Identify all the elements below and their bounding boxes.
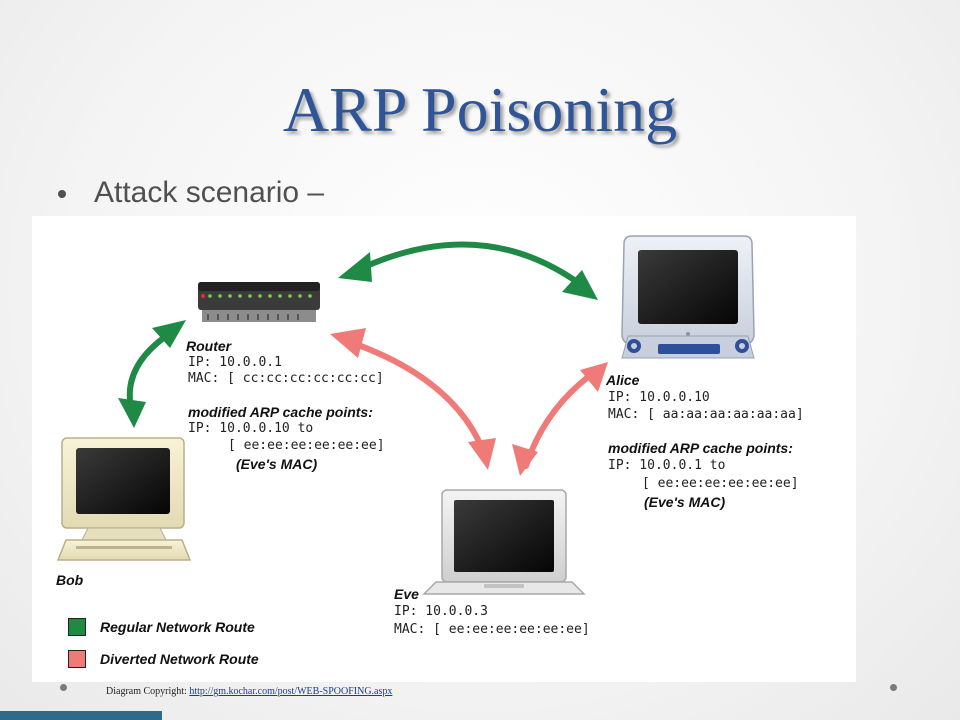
legend-label-regular: Regular Network Route bbox=[100, 619, 255, 635]
router-cache-note: (Eve's MAC) bbox=[236, 456, 318, 472]
alice-mac: MAC: [ aa:aa:aa:aa:aa:aa] bbox=[608, 407, 804, 422]
accent-bar bbox=[0, 711, 162, 720]
router-ip: IP: 10.0.0.1 bbox=[188, 355, 282, 370]
eve-label: Eve bbox=[394, 586, 419, 602]
bullet-item: Attack scenario – bbox=[58, 176, 324, 210]
router-cache-title: modified ARP cache points: bbox=[188, 404, 373, 420]
alice-label: Alice bbox=[606, 372, 640, 388]
alice-ip: IP: 10.0.0.10 bbox=[608, 390, 710, 405]
eve-mac: MAC: [ ee:ee:ee:ee:ee:ee] bbox=[394, 622, 590, 637]
eve-laptop-icon bbox=[422, 489, 586, 595]
bob-label: Bob bbox=[56, 572, 84, 588]
bullet-text: Attack scenario – bbox=[94, 176, 325, 209]
router-cache-mac: [ ee:ee:ee:ee:ee:ee] bbox=[228, 438, 385, 453]
alice-computer-icon bbox=[621, 235, 755, 359]
diverted-route-arrows bbox=[347, 339, 595, 469]
copyright-note: Diagram Copyright: http://gm.kochar.com/… bbox=[106, 686, 392, 697]
eve-ip: IP: 10.0.0.3 bbox=[394, 604, 488, 619]
router-icon bbox=[198, 282, 320, 322]
router-label: Router bbox=[186, 338, 232, 354]
router-cache-ip: IP: 10.0.0.10 to bbox=[188, 421, 314, 436]
bob-computer-icon bbox=[56, 437, 192, 561]
router-mac: MAC: [ cc:cc:cc:cc:cc:cc] bbox=[188, 371, 384, 386]
alice-cache-note: (Eve's MAC) bbox=[644, 494, 726, 510]
right-footer-dot bbox=[890, 684, 897, 691]
alice-cache-ip: IP: 10.0.0.1 to bbox=[608, 458, 726, 473]
regular-route-arrowheads bbox=[118, 252, 598, 428]
network-diagram: Router IP: 10.0.0.1 MAC: [ cc:cc:cc:cc:c… bbox=[32, 216, 856, 682]
legend-swatch-diverted bbox=[68, 650, 86, 668]
legend-label-diverted: Diverted Network Route bbox=[100, 651, 259, 667]
alice-cache-title: modified ARP cache points: bbox=[608, 440, 793, 456]
copyright-prefix: Diagram Copyright: bbox=[106, 686, 190, 697]
legend-swatch-regular bbox=[68, 618, 86, 636]
alice-cache-mac: [ ee:ee:ee:ee:ee:ee] bbox=[642, 476, 799, 491]
diverted-route-arrowheads bbox=[330, 328, 608, 476]
bullet-dot-icon bbox=[58, 190, 66, 198]
diagram-graphics bbox=[56, 235, 755, 595]
copyright-link[interactable]: http://gm.kochar.com/post/WEB-SPOOFING.a… bbox=[189, 686, 393, 697]
left-footer-dot bbox=[60, 684, 67, 691]
slide-title: ARP Poisoning bbox=[282, 74, 678, 145]
